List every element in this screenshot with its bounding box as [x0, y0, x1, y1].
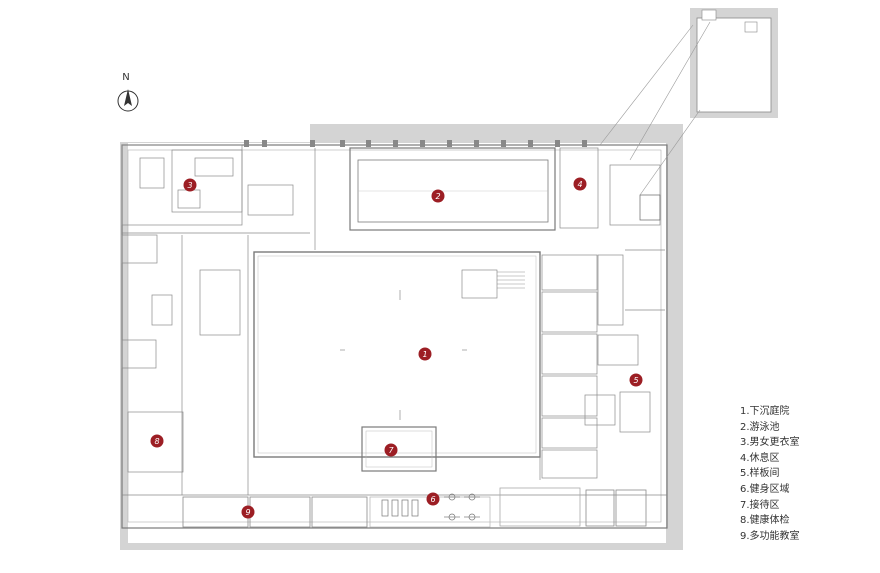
- svg-text:5: 5: [633, 376, 638, 385]
- marker-1: 1: [418, 347, 432, 361]
- svg-text:1: 1: [422, 350, 427, 359]
- legend-item-classroom: 9.多功能教室: [740, 530, 800, 542]
- legend-item-changing-rooms: 3.男女更衣室: [740, 437, 800, 449]
- east-rooms: [539, 147, 665, 480]
- marker-6: 6: [426, 492, 440, 506]
- svg-text:4: 4: [577, 180, 582, 189]
- columns-top: [244, 140, 587, 147]
- classroom-row: [122, 487, 667, 528]
- marker-4: 4: [573, 177, 587, 191]
- outer-wall-band: [120, 124, 683, 550]
- annex-structure: [599, 8, 778, 196]
- marker-9: 9: [241, 505, 255, 519]
- reception-area: [361, 426, 437, 472]
- swimming-pool: [314, 147, 556, 250]
- marker-8: 8: [150, 434, 164, 448]
- marker-5: 5: [629, 373, 643, 387]
- legend-item-swimming-pool: 2.游泳池: [740, 421, 780, 433]
- legend-item-show-flat: 5.样板间: [740, 468, 780, 480]
- svg-text:3: 3: [187, 181, 192, 190]
- marker-2: 2: [431, 189, 445, 203]
- legend-item-sunken-courtyard: 1.下沉庭院: [740, 406, 790, 417]
- legend: 1.下沉庭院 2.游泳池 3.男女更衣室 4.休息区 5.样板间 6.健身区域 …: [740, 404, 870, 544]
- east-wall-strip: [668, 140, 683, 550]
- svg-text:2: 2: [435, 192, 440, 201]
- north-arrow: N: [117, 72, 139, 112]
- marker-7: 7: [384, 443, 398, 457]
- svg-text:8: 8: [154, 437, 159, 446]
- gym-equipment: [381, 493, 480, 521]
- svg-text:6: 6: [430, 495, 435, 504]
- svg-text:7: 7: [388, 446, 394, 455]
- svg-text:9: 9: [245, 508, 250, 517]
- legend-item-reception: 7.接待区: [740, 499, 780, 511]
- legend-item-health-check: 8.健康体检: [740, 515, 790, 527]
- legend-item-lounge: 4.休息区: [740, 452, 780, 464]
- room-markers: 1 2 3 4 5 6 7 8: [150, 177, 643, 519]
- marker-3: 3: [183, 178, 197, 192]
- legend-item-gym: 6.健身区域: [740, 483, 790, 495]
- north-label: N: [122, 72, 129, 83]
- west-rooms: [121, 144, 310, 495]
